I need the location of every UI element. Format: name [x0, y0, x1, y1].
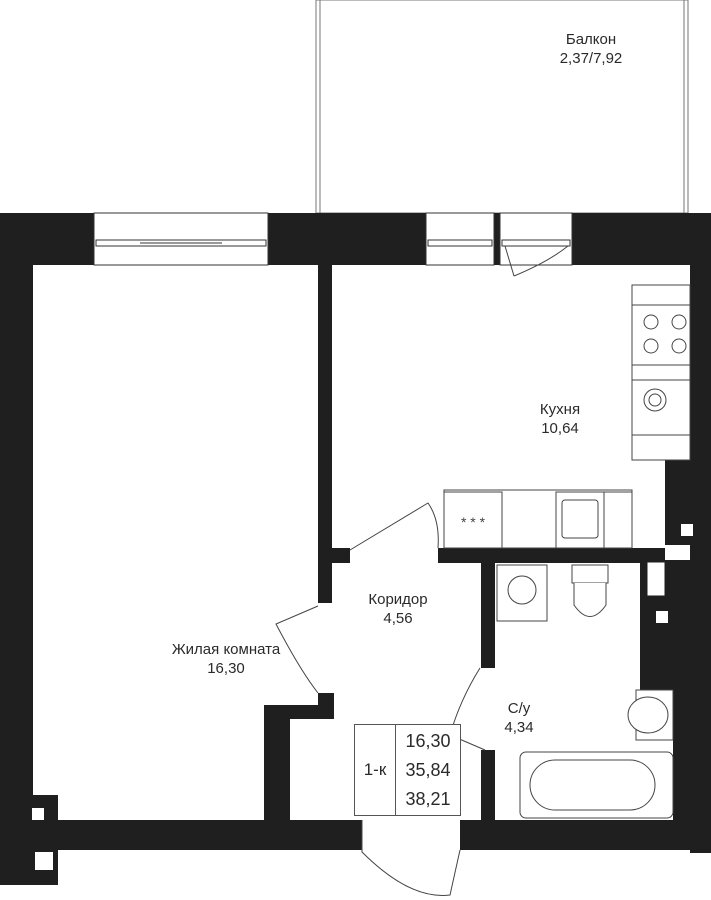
balcony-area: 2,37/7,92 — [559, 50, 623, 67]
corridor-label: Коридор 4,56 — [368, 590, 427, 628]
area-values: 16,30 35,84 38,21 — [396, 727, 460, 814]
svg-text:* * *: * * * — [461, 514, 486, 530]
bathroom-fixtures — [496, 564, 674, 819]
bathroom-area: 4,34 — [504, 719, 534, 736]
bathroom-name: С/у — [507, 700, 531, 717]
balcony-label: Балкон 2,37/7,92 — [560, 30, 623, 68]
apartment-summary: 1-к 16,30 35,84 38,21 — [354, 724, 461, 816]
bathroom-label: С/у 4,34 — [504, 699, 533, 737]
walls — [0, 213, 711, 885]
total-area-value: 35,84 — [405, 760, 451, 780]
doors — [275, 245, 569, 896]
kitchen-label: Кухня 10,64 — [540, 400, 580, 438]
apartment-type: 1-к — [355, 725, 396, 815]
wall-openings — [32, 524, 693, 870]
corridor-area: 4,56 — [383, 610, 413, 627]
balcony-name: Балкон — [565, 31, 617, 48]
kitchen-name: Кухня — [539, 401, 581, 418]
kitchen-fixtures: * * * — [443, 284, 691, 549]
living-room-label: Жилая комната 16,30 — [172, 640, 280, 678]
corridor-name: Коридор — [368, 591, 428, 608]
living-room-area: 16,30 — [207, 660, 245, 677]
kitchen-area: 10,64 — [541, 420, 579, 437]
living-room-name: Жилая комната — [171, 641, 281, 658]
living-area-value: 16,30 — [405, 731, 451, 751]
windows — [93, 212, 573, 266]
total-with-balcony-value: 38,21 — [405, 789, 451, 809]
balcony-outline — [315, 0, 689, 214]
